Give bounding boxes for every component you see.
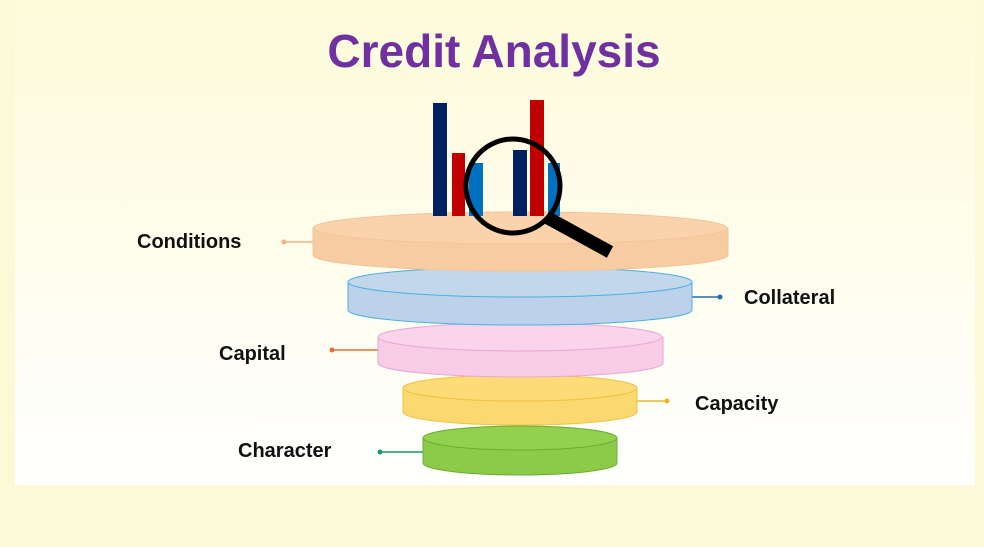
label-capital: Capital [219,343,286,365]
label-capacity: Capacity [695,393,779,415]
connector-dot [377,449,383,455]
bar [530,100,544,216]
disc-top [312,211,728,245]
magnifying-glass-icon [463,136,614,258]
label-character: Character [238,440,332,462]
bar [452,153,465,216]
layer-capacity: Capacity [402,374,779,426]
layer-character: Character [238,425,618,476]
connector-dot [329,347,335,353]
bar [513,150,527,216]
bar [433,103,447,216]
label-collateral: Collateral [744,287,835,309]
layer-collateral: Collateral [347,266,835,326]
page-title: Credit Analysis [327,25,660,77]
bar-chart-icon [433,100,560,216]
connector-dot [717,294,723,300]
label-conditions: Conditions [137,231,241,253]
disc-top [402,374,638,402]
layer-conditions: Conditions [137,211,729,272]
connector-dot [664,398,670,404]
disc-top [377,322,663,352]
bar [469,163,483,216]
disc-top [422,425,618,451]
magnifier-handle [544,212,614,258]
connector-dot [281,239,287,245]
layer-capital: Capital [219,322,664,378]
magnifier-lens [463,136,563,236]
